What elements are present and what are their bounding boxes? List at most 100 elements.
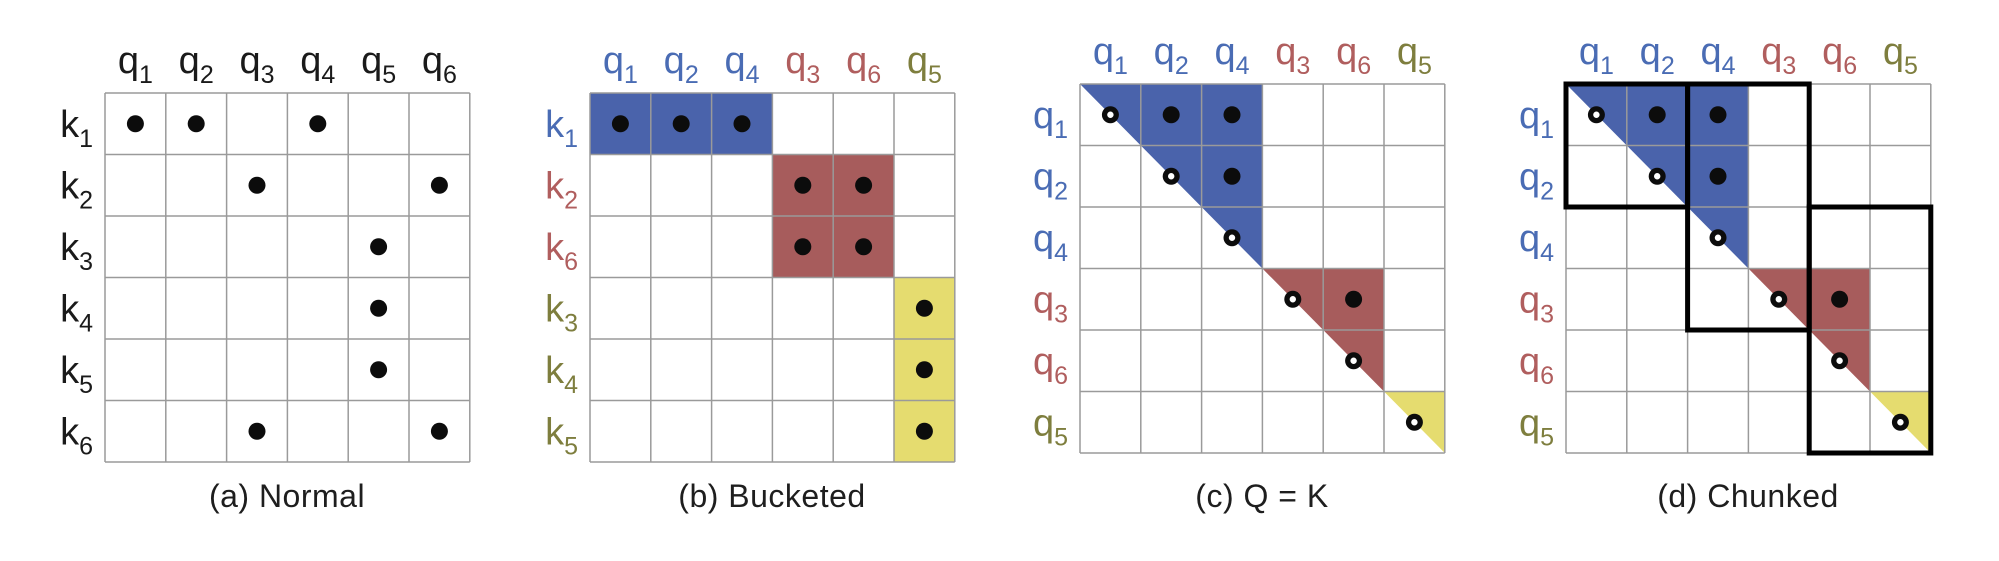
col-label-q4: q4 bbox=[724, 40, 759, 89]
col-label-q5: q5 bbox=[1883, 31, 1918, 80]
col-label-q4: q4 bbox=[1214, 31, 1249, 80]
attention-dot bbox=[733, 115, 751, 133]
col-label-q3: q3 bbox=[1761, 31, 1796, 80]
col-label-q1: q1 bbox=[1093, 31, 1128, 80]
col-label-q6: q6 bbox=[1336, 31, 1371, 80]
bucket-region-blue bbox=[1080, 84, 1263, 269]
dot-white-center bbox=[1289, 296, 1297, 303]
row-label-k2: k2 bbox=[545, 165, 578, 214]
attention-dot bbox=[1648, 106, 1666, 124]
col-label-q3: q3 bbox=[785, 40, 820, 89]
grid-lines bbox=[1079, 83, 1446, 454]
attention-dot bbox=[915, 361, 933, 379]
dot-white-center bbox=[1107, 111, 1114, 118]
row-label-q3: q3 bbox=[1519, 279, 1554, 328]
row-label-k6: k6 bbox=[545, 227, 578, 276]
col-label-q3: q3 bbox=[1275, 31, 1310, 80]
panel-d: q1 q2 q4 q3 q6 q5 q1 q2 q4 q3 q6 q5 bbox=[1519, 31, 1934, 456]
attention-dot bbox=[855, 176, 873, 194]
panel-b-caption: (b) Bucketed bbox=[678, 478, 866, 514]
attention-dot bbox=[370, 299, 388, 317]
row-label-k1: k1 bbox=[545, 104, 578, 153]
dot-white-center bbox=[1836, 357, 1843, 364]
dot-white-center bbox=[1714, 234, 1722, 241]
row-label-q6: q6 bbox=[1033, 341, 1068, 390]
row-label-k3: k3 bbox=[60, 227, 93, 276]
attention-dot bbox=[1223, 167, 1241, 185]
row-label-k3: k3 bbox=[545, 288, 578, 337]
col-label-q6: q6 bbox=[846, 40, 881, 89]
col-label-q2: q2 bbox=[1640, 31, 1675, 80]
row-label-k1: k1 bbox=[60, 104, 93, 153]
dot-white-center bbox=[1654, 173, 1661, 180]
attention-dot bbox=[1345, 290, 1363, 308]
col-label-q2: q2 bbox=[179, 40, 214, 89]
attention-dot bbox=[126, 115, 144, 133]
attention-dot bbox=[915, 299, 933, 317]
dot-white-center bbox=[1593, 111, 1600, 118]
col-label-q5: q5 bbox=[361, 40, 396, 89]
attention-dot bbox=[248, 422, 266, 440]
bucket-region-blue bbox=[1566, 84, 1749, 269]
dot-white-center bbox=[1411, 419, 1418, 426]
attention-dot bbox=[1709, 106, 1727, 124]
dot-white-center bbox=[1350, 357, 1357, 364]
dot-white-center bbox=[1228, 234, 1236, 241]
row-label-q1: q1 bbox=[1033, 95, 1068, 144]
panel-d-caption: (d) Chunked bbox=[1657, 478, 1839, 514]
col-label-q3: q3 bbox=[239, 40, 274, 89]
row-label-k6: k6 bbox=[60, 411, 93, 460]
row-label-k5: k5 bbox=[545, 411, 578, 460]
row-label-k4: k4 bbox=[545, 350, 578, 399]
col-label-q4: q4 bbox=[1700, 31, 1735, 80]
row-label-q1: q1 bbox=[1519, 95, 1554, 144]
row-label-q3: q3 bbox=[1033, 279, 1068, 328]
panel-a-caption: (a) Normal bbox=[208, 478, 366, 514]
row-label-k5: k5 bbox=[60, 350, 93, 399]
attention-dot bbox=[370, 238, 388, 256]
col-label-q2: q2 bbox=[664, 40, 699, 89]
grid-lines bbox=[589, 92, 956, 463]
row-label-k4: k4 bbox=[60, 288, 93, 337]
panel-c-caption: (c) Q = K bbox=[1195, 478, 1329, 514]
attention-dot bbox=[430, 422, 448, 440]
attention-dot bbox=[611, 115, 629, 133]
panel-b: q1 q2 q4 q3 q6 q5 k1 k2 k6 k3 k4 k5 bbox=[545, 40, 956, 463]
row-label-q6: q6 bbox=[1519, 341, 1554, 390]
row-label-q2: q2 bbox=[1033, 156, 1068, 205]
attention-dot bbox=[794, 176, 812, 194]
dot-white-center bbox=[1168, 173, 1175, 180]
col-label-q1: q1 bbox=[603, 40, 638, 89]
chunk-outline bbox=[1806, 204, 1934, 456]
attention-dot bbox=[430, 176, 448, 194]
attention-dot bbox=[794, 238, 812, 256]
attention-dot bbox=[370, 361, 388, 379]
dot-white-center bbox=[1775, 296, 1783, 303]
attention-dot bbox=[309, 115, 327, 133]
col-label-q2: q2 bbox=[1154, 31, 1189, 80]
row-label-q5: q5 bbox=[1033, 402, 1068, 451]
col-label-q1: q1 bbox=[1579, 31, 1614, 80]
col-label-q6: q6 bbox=[422, 40, 457, 89]
grid-lines bbox=[104, 92, 471, 463]
dot-white-center bbox=[1897, 419, 1904, 426]
col-label-q5: q5 bbox=[1397, 31, 1432, 80]
row-label-q4: q4 bbox=[1519, 218, 1554, 267]
attention-dot bbox=[1162, 106, 1180, 124]
col-label-q5: q5 bbox=[907, 40, 942, 89]
row-label-q5: q5 bbox=[1519, 402, 1554, 451]
attention-dot bbox=[1223, 106, 1241, 124]
col-label-q4: q4 bbox=[300, 40, 335, 89]
row-label-q4: q4 bbox=[1033, 218, 1068, 267]
attention-dot bbox=[248, 176, 266, 194]
attention-dot bbox=[855, 238, 873, 256]
col-label-q6: q6 bbox=[1822, 31, 1857, 80]
row-label-q2: q2 bbox=[1519, 156, 1554, 205]
attention-dot bbox=[1831, 290, 1849, 308]
col-label-q1: q1 bbox=[118, 40, 153, 89]
attention-dot bbox=[672, 115, 690, 133]
attention-dot bbox=[1709, 167, 1727, 185]
